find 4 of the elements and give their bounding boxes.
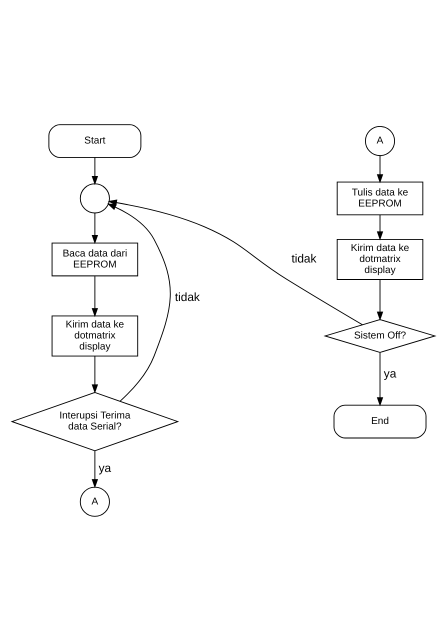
edge-label: tidak (291, 252, 316, 266)
edge-label: tidak (174, 290, 200, 304)
edge-label: ya (98, 461, 112, 476)
edge-label: ya (384, 366, 396, 380)
